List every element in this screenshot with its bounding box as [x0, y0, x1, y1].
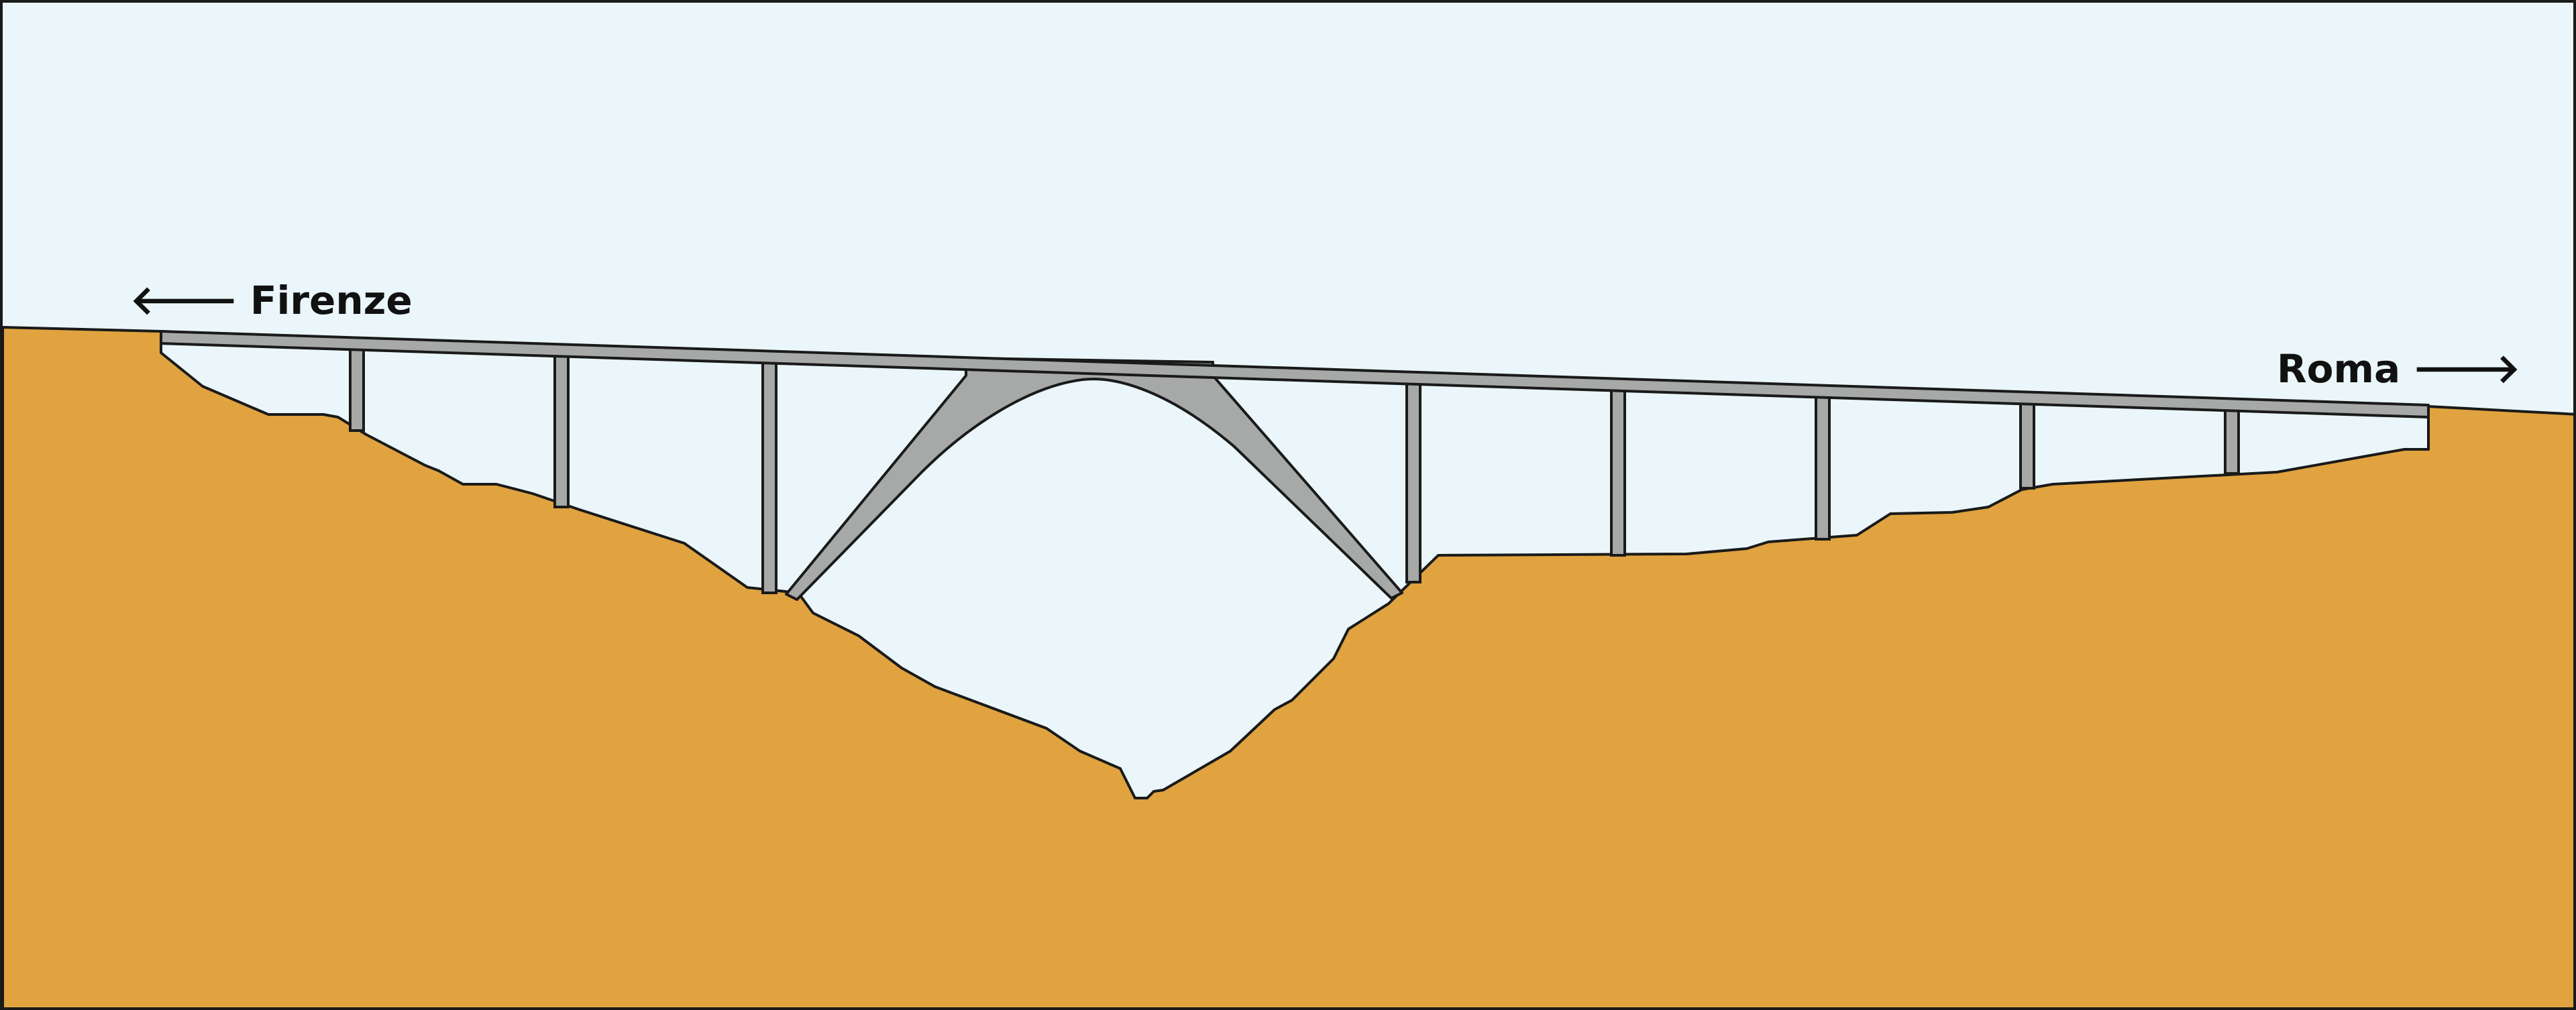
pier — [1405, 377, 1421, 583]
bridge-deck — [160, 330, 2430, 418]
pier — [349, 345, 365, 432]
pier — [553, 349, 570, 508]
destination-name-left: Firenze — [250, 278, 413, 323]
pier — [2019, 397, 2035, 490]
pier — [1610, 382, 1626, 557]
pier — [761, 354, 777, 594]
main-arch — [785, 357, 1403, 601]
arrow-left-icon: 🡐 — [130, 277, 238, 324]
destination-label-right: Roma 🡒 — [2277, 349, 2520, 389]
arrow-right-icon: 🡒 — [2412, 345, 2520, 392]
terrain-profile — [3, 326, 2573, 1007]
destination-label-left: 🡐 Firenze — [130, 280, 413, 321]
pier — [1815, 389, 1831, 541]
bridge-drawing — [3, 326, 2573, 1007]
destination-name-right: Roma — [2277, 346, 2401, 392]
pier — [2224, 404, 2240, 475]
